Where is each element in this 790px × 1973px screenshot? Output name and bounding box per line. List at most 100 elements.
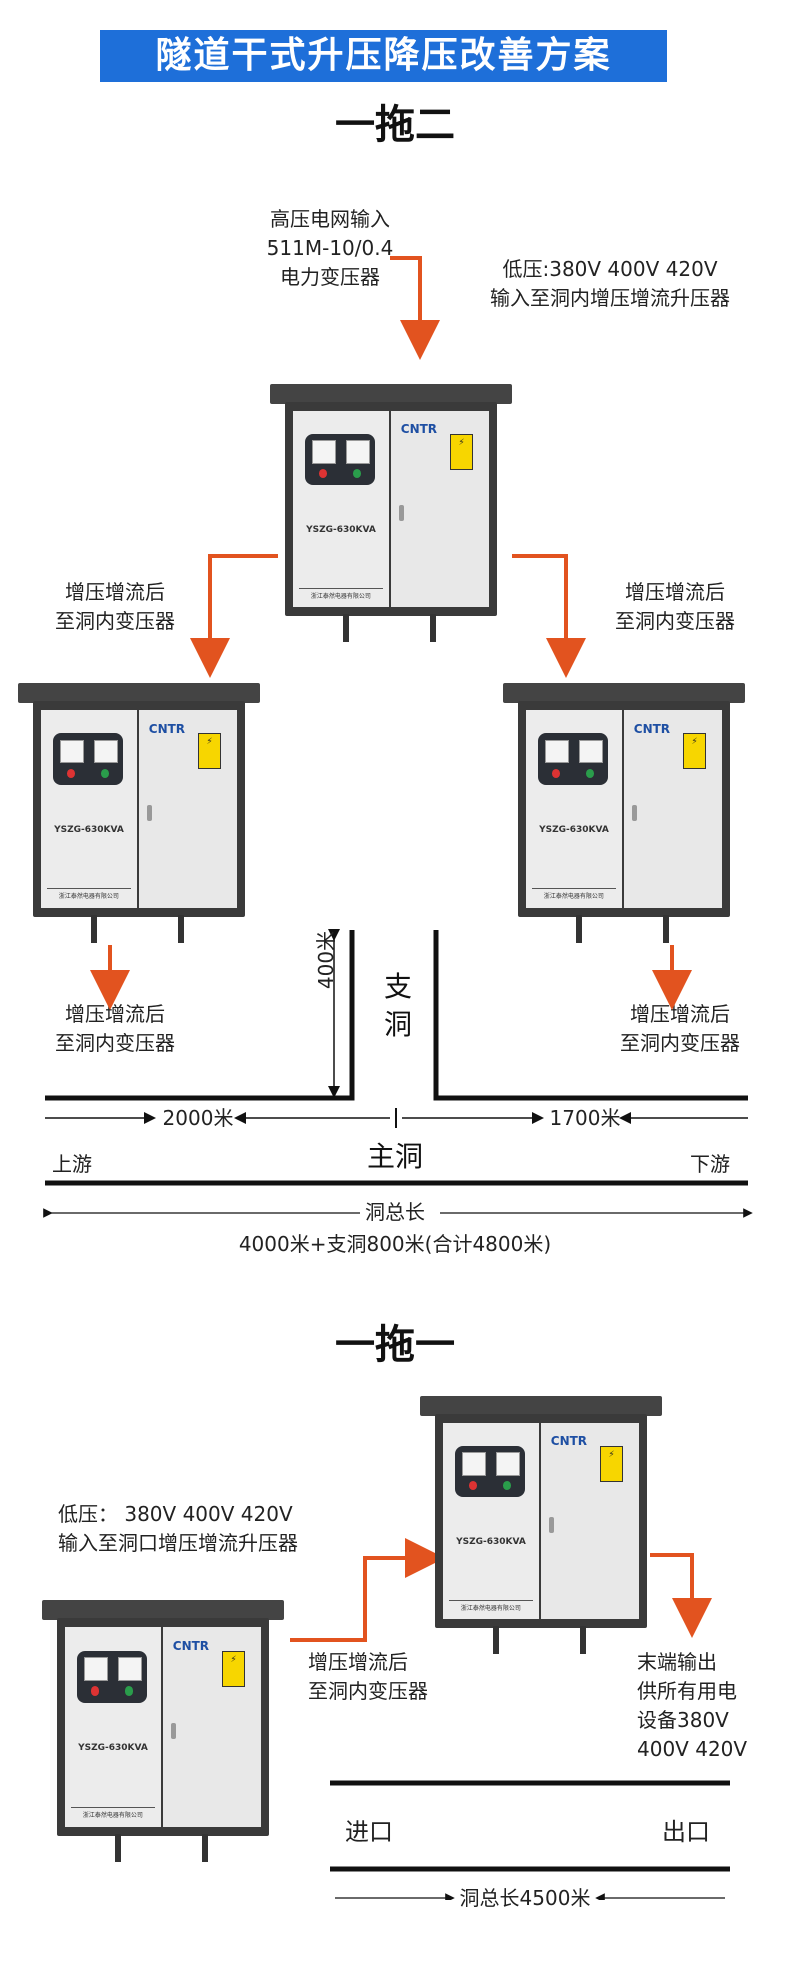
cabinet-leg — [662, 915, 669, 943]
gauge-icon — [495, 1452, 521, 1476]
gauge-icon — [59, 739, 85, 764]
entrance-label: 进口 — [345, 1818, 393, 1846]
cabinet-left-door: YSZG-630KVA 浙江泰然电器有限公司 — [526, 709, 622, 909]
indicator-green-icon — [585, 768, 595, 778]
cabinet-left-door: YSZG-630KVA 浙江泰然电器有限公司 — [41, 709, 137, 909]
cabinet-leg — [201, 1834, 208, 1862]
output-label: 末端输出 供所有用电 设备380V 400V 420V — [637, 1648, 747, 1764]
indicator-red-icon — [318, 469, 328, 479]
lv-input-line-2: 输入至洞口增压增流升压器 — [58, 1531, 298, 1555]
boost-label-line-2: 至洞内变压器 — [55, 1031, 175, 1055]
meter-panel — [304, 434, 376, 486]
boost-label-line-1: 增压增流后 — [308, 1650, 408, 1674]
hv-input-arrow — [390, 256, 440, 360]
cabinet-brand: CNTR — [148, 721, 186, 736]
gauge-icon — [93, 739, 119, 764]
one-to-two-diagram — [43, 256, 753, 1218]
boost-label-line-2: 至洞内变压器 — [308, 1679, 428, 1703]
cabinet-model: YSZG-630KVA — [78, 1743, 148, 1754]
cabinet-left-door: YSZG-630KVA 浙江泰然电器有限公司 — [65, 1626, 161, 1828]
warning-icon: ⚡ — [449, 434, 474, 470]
cabinet-leg — [90, 915, 97, 943]
cabinet-frame: YSZG-630KVA 浙江泰然电器有限公司 CNTR ⚡ — [434, 1414, 648, 1628]
gauge-icon — [461, 1452, 487, 1476]
hv-input-line-1: 高压电网输入 — [270, 207, 390, 231]
cabinet-roof — [42, 1600, 284, 1620]
one-to-one-diagram — [290, 1538, 730, 1900]
gauge-icon — [83, 1657, 109, 1681]
cabinet-left-door: YSZG-630KVA 浙江泰然电器有限公司 — [293, 410, 389, 608]
cabinet-left-door: YSZG-630KVA 浙江泰然电器有限公司 — [443, 1422, 539, 1620]
output-arrow — [650, 1553, 712, 1638]
cabinet-model: YSZG-630KVA — [54, 824, 124, 835]
cabinet-model: YSZG-630KVA — [456, 1536, 526, 1547]
lv-input-label: 低压:380V 400V 420V 输入至洞内增压增流升压器 — [450, 255, 770, 313]
warning-icon: ⚡ — [682, 733, 707, 770]
door-handle-icon — [170, 1722, 176, 1739]
boost-label-line-1: 增压增流后 — [625, 580, 725, 604]
cabinet-leg — [579, 1626, 586, 1654]
boost-label-line-2: 至洞内变压器 — [55, 609, 175, 633]
cabinet-leg — [114, 1834, 121, 1862]
cabinet-leg — [575, 915, 582, 943]
meter-panel — [52, 733, 124, 786]
cabinet-leg — [342, 614, 349, 642]
branch-tunnel-label: 支洞 — [378, 968, 418, 1044]
page-title-banner: 隧道干式升压降压改善方案 — [100, 30, 667, 82]
cabinet-company: 浙江泰然电器有限公司 — [70, 1807, 156, 1819]
transformer-cabinet-left: YSZG-630KVA 浙江泰然电器有限公司 CNTR ⚡ — [18, 683, 260, 943]
boost-label-upper-right: 增压增流后 至洞内变压器 — [600, 578, 750, 636]
cabinet-right-door: CNTR ⚡ — [390, 410, 489, 608]
output-line-2: 供所有用电 — [637, 1679, 737, 1703]
cabinet-frame: YSZG-630KVA 浙江泰然电器有限公司 CNTR ⚡ — [32, 701, 246, 917]
cabinet-model: YSZG-630KVA — [539, 824, 609, 835]
cabinet-brand: CNTR — [633, 721, 671, 736]
boost-label-lower-right: 增压增流后 至洞内变压器 — [605, 1000, 755, 1058]
cabinet-company: 浙江泰然电器有限公司 — [298, 587, 384, 600]
door-handle-icon — [146, 805, 152, 821]
cabinet-company: 浙江泰然电器有限公司 — [46, 888, 132, 900]
transformer-cabinet-top: YSZG-630KVA 浙江泰然电器有限公司 CNTR ⚡ — [270, 384, 512, 642]
door-handle-icon — [631, 805, 637, 821]
cabinet-leg — [177, 915, 184, 943]
boost-label-2: 增压增流后 至洞内变压器 — [308, 1648, 428, 1706]
left-branch-arrow — [190, 554, 278, 678]
left-length-label: 2000米 — [162, 1106, 234, 1130]
hv-input-line-3: 电力变压器 — [280, 265, 380, 289]
gauge-icon — [117, 1657, 143, 1681]
transformer-cabinet-right: YSZG-630KVA 浙江泰然电器有限公司 CNTR ⚡ — [503, 683, 745, 943]
cabinet-model: YSZG-630KVA — [306, 524, 376, 535]
meter-panel — [537, 733, 609, 786]
boost-label-line-1: 增压增流后 — [65, 580, 165, 604]
cabinet-leg — [429, 614, 436, 642]
cabinet-frame: YSZG-630KVA 浙江泰然电器有限公司 CNTR ⚡ — [56, 1618, 270, 1836]
indicator-red-icon — [90, 1686, 100, 1696]
indicator-red-icon — [66, 768, 76, 778]
warning-icon: ⚡ — [599, 1446, 624, 1482]
boost-arrow — [290, 1538, 445, 1642]
hv-input-label: 高压电网输入 511M-10/0.4 电力变压器 — [220, 205, 440, 292]
hv-input-line-2: 511M-10/0.4 — [266, 236, 394, 260]
cabinet-right-door: CNTR ⚡ — [162, 1626, 261, 1828]
lv-input-line-1: 低压： 380V 400V 420V — [58, 1502, 293, 1526]
cabinet-frame: YSZG-630KVA 浙江泰然电器有限公司 CNTR ⚡ — [284, 402, 498, 616]
lv-input-line-1: 低压:380V 400V 420V — [502, 257, 718, 281]
cabinet-roof — [503, 683, 745, 703]
gauge-icon — [345, 440, 371, 464]
cabinet-right-door: CNTR ⚡ — [540, 1422, 639, 1620]
cabinet-company: 浙江泰然电器有限公司 — [448, 1599, 534, 1612]
lv-input-line-2: 输入至洞内增压增流升压器 — [490, 286, 730, 310]
tunnel-wall-right — [433, 930, 748, 1101]
transformer-cabinet-2-left: YSZG-630KVA 浙江泰然电器有限公司 CNTR ⚡ — [42, 1600, 284, 1862]
boost-label-line-2: 至洞内变压器 — [620, 1031, 740, 1055]
warning-icon: ⚡ — [197, 733, 222, 770]
section-title-one-to-two: 一拖二 — [335, 102, 455, 148]
cabinet-roof — [18, 683, 260, 703]
branch-tunnel-text: 支洞 — [383, 970, 412, 1041]
total-length-value: 4000米+支洞800米(合计4800米) — [238, 1232, 552, 1256]
gauge-icon — [311, 440, 337, 464]
meter-panel — [454, 1446, 526, 1498]
output-line-1: 末端输出 — [637, 1650, 717, 1674]
cabinet-frame: YSZG-630KVA 浙江泰然电器有限公司 CNTR ⚡ — [517, 701, 731, 917]
cabinet-right-door: CNTR ⚡ — [138, 709, 237, 909]
